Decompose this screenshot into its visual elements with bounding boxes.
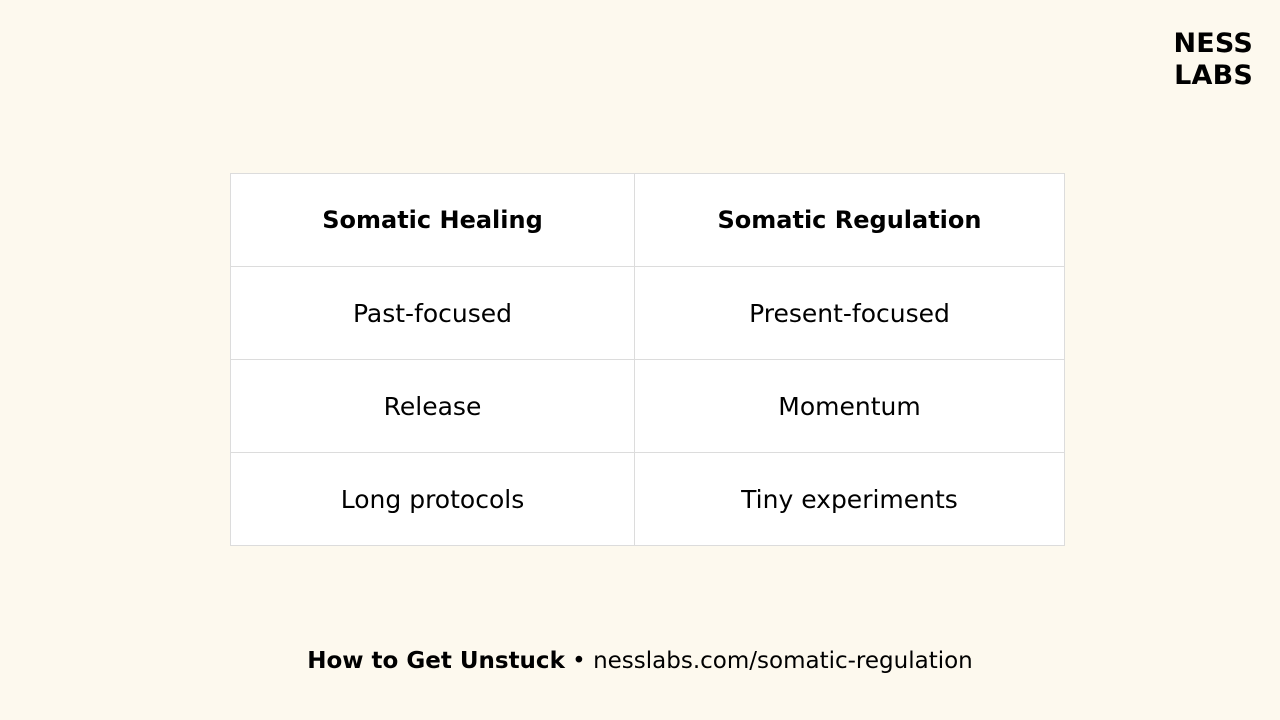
table-header-row: Somatic Healing Somatic Regulation [230,173,1065,267]
table-cell: Long protocols [230,452,635,546]
footer-caption: How to Get Unstuck • nesslabs.com/somati… [0,648,1280,674]
logo-line-1: NESS [1173,28,1253,59]
ness-labs-logo: NESS LABS [1173,28,1253,92]
table-row: Release Momentum [230,359,1065,453]
footer-title: How to Get Unstuck [307,648,565,674]
table-cell: Momentum [634,359,1065,453]
comparison-table: Somatic Healing Somatic Regulation Past-… [230,173,1065,546]
table-cell: Present-focused [634,266,1065,360]
table-cell: Release [230,359,635,453]
table-cell: Past-focused [230,266,635,360]
table-row: Long protocols Tiny experiments [230,452,1065,546]
header-somatic-regulation: Somatic Regulation [634,173,1065,267]
footer-url: nesslabs.com/somatic-regulation [593,648,973,674]
table-row: Past-focused Present-focused [230,266,1065,360]
table-cell: Tiny experiments [634,452,1065,546]
header-somatic-healing: Somatic Healing [230,173,635,267]
logo-line-2: LABS [1174,60,1253,91]
footer-separator: • [564,648,594,674]
